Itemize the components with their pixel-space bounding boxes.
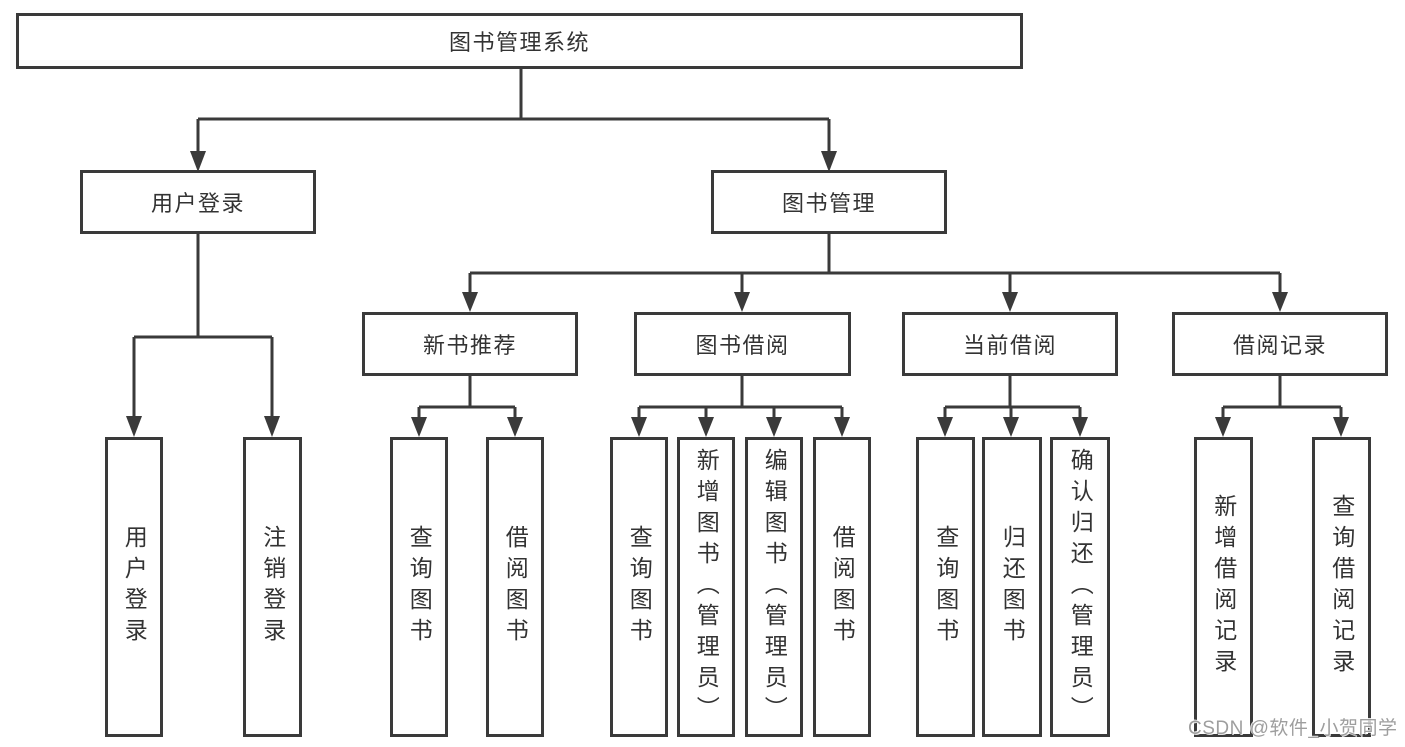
arrowhead <box>264 416 280 437</box>
arrowhead <box>190 151 206 172</box>
connector-book-mgmt-to-level3 <box>462 234 1288 312</box>
node-label: 图书管理 <box>781 191 876 216</box>
node-leaf-edit-books-admin: 编辑图书（管理员） <box>745 437 803 737</box>
arrowhead <box>734 292 750 312</box>
node-label: 当前借阅 <box>962 333 1057 358</box>
node-label: 图书管理系统 <box>448 30 590 55</box>
arrowhead <box>1003 417 1019 437</box>
node-label: 编辑图书（管理员） <box>761 447 788 727</box>
node-label: 查询图书 <box>406 525 433 649</box>
node-label: 用户登录 <box>121 525 148 649</box>
connector-user-login-to-leaves <box>126 234 280 437</box>
node-book-management-module: 图书管理 <box>711 170 947 234</box>
arrowhead <box>937 417 953 437</box>
node-leaf-query-books-current: 查询图书 <box>916 437 975 737</box>
node-root-system: 图书管理系统 <box>16 13 1023 69</box>
node-book-borrowing: 图书借阅 <box>634 312 851 376</box>
node-leaf-return-books: 归还图书 <box>982 437 1042 737</box>
arrowhead <box>462 292 478 312</box>
node-leaf-query-books-borrow: 查询图书 <box>610 437 668 737</box>
node-label: 借阅记录 <box>1232 333 1327 358</box>
node-leaf-borrow-books: 借阅图书 <box>813 437 871 737</box>
node-label: 注销登录 <box>259 525 286 649</box>
arrowhead <box>507 417 523 437</box>
arrowhead <box>1272 292 1288 312</box>
connector-borrow-records-to-leaves <box>1215 376 1349 437</box>
arrowhead <box>698 417 714 437</box>
connector-book-borrow-to-leaves <box>631 376 850 437</box>
arrowhead <box>411 417 427 437</box>
node-label: 查询借阅记录 <box>1328 494 1355 680</box>
arrowhead <box>1215 417 1231 437</box>
node-borrowing-records: 借阅记录 <box>1172 312 1388 376</box>
connector-new-book-rec-to-leaves <box>411 376 523 437</box>
arrowhead <box>1002 292 1018 312</box>
node-leaf-confirm-return-admin: 确认归还（管理员） <box>1050 437 1110 737</box>
node-leaf-query-books-rec: 查询图书 <box>390 437 448 737</box>
node-label: 查询图书 <box>932 525 959 649</box>
arrowhead <box>126 416 142 437</box>
arrowhead <box>1072 417 1088 437</box>
arrowhead <box>834 417 850 437</box>
node-leaf-borrow-books-rec: 借阅图书 <box>486 437 544 737</box>
node-leaf-add-borrow-record: 新增借阅记录 <box>1194 437 1253 737</box>
node-leaf-add-books-admin: 新增图书（管理员） <box>677 437 735 737</box>
node-label: 确认归还（管理员） <box>1067 447 1094 727</box>
node-label: 用户登录 <box>150 191 245 216</box>
node-label: 新书推荐 <box>422 333 517 358</box>
csdn-watermark: CSDN @软件_小贺同学 <box>1188 718 1398 739</box>
node-label: 查询图书 <box>626 525 653 649</box>
node-label: 新增图书（管理员） <box>693 447 720 727</box>
node-label: 借阅图书 <box>829 525 856 649</box>
arrowhead <box>821 151 837 172</box>
arrowhead <box>631 417 647 437</box>
node-user-login-module: 用户登录 <box>80 170 316 234</box>
node-label: 新增借阅记录 <box>1210 494 1237 680</box>
node-new-book-recommendation: 新书推荐 <box>362 312 578 376</box>
node-leaf-query-borrow-record: 查询借阅记录 <box>1312 437 1371 737</box>
connector-current-borrow-to-leaves <box>937 376 1088 437</box>
node-leaf-user-login: 用户登录 <box>105 437 163 737</box>
arrowhead <box>766 417 782 437</box>
node-leaf-logout: 注销登录 <box>243 437 302 737</box>
connector-root-to-level2 <box>190 69 837 172</box>
node-label: 图书借阅 <box>695 333 790 358</box>
arrowhead <box>1333 417 1349 437</box>
node-label: 借阅图书 <box>502 525 529 649</box>
node-current-borrowing: 当前借阅 <box>902 312 1118 376</box>
node-label: 归还图书 <box>999 525 1026 649</box>
